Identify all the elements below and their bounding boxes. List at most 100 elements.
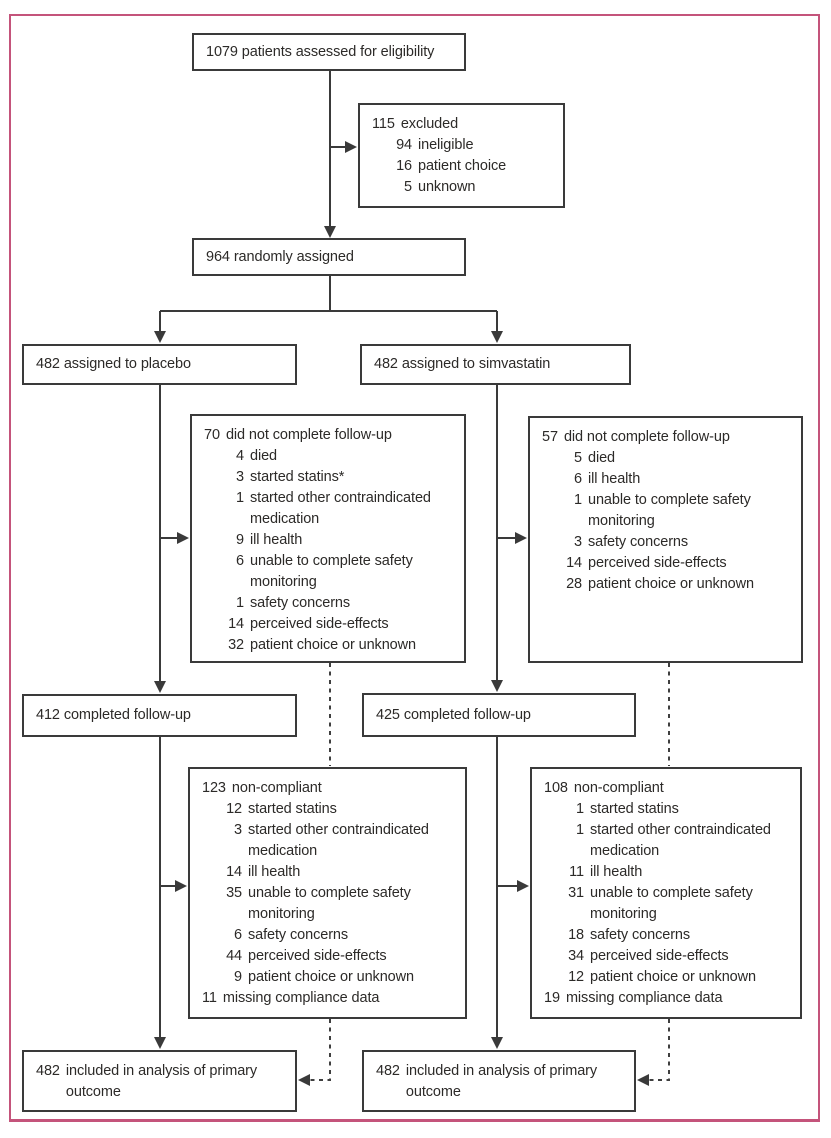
figure-border-frame [9, 14, 820, 1122]
line-count: 9 [234, 969, 242, 985]
line-count: 108 [544, 780, 568, 796]
line-label: included in analysis of primary outcome [405, 1063, 598, 1100]
line-count: 11 [202, 990, 217, 1006]
box-randomized: 964 randomly assigned [192, 238, 466, 276]
line-count: 94 [396, 137, 412, 153]
line-label: did not complete follow-up [563, 429, 730, 445]
flow-line-item: 32 patient choice or unknown [204, 635, 456, 656]
flow-line-item: 1 started other contraindicated medicatio… [544, 820, 792, 862]
flow-line-item: 1 started statins [544, 799, 792, 820]
line-label: ill health [590, 864, 643, 880]
line-count: 1 [574, 492, 582, 508]
line-count: 14 [226, 864, 242, 880]
line-count: 5 [404, 179, 412, 195]
line-label: started statins [590, 801, 679, 817]
line-count: 14 [566, 555, 582, 571]
line-label: perceived side-effects [250, 616, 389, 632]
line-label: included in analysis of primary outcome [65, 1063, 258, 1100]
box-placebo-assigned-text: 482 assigned to placebo [36, 356, 191, 372]
line-count: 70 [204, 427, 220, 443]
line-count: 1 [236, 490, 244, 506]
line-label: patient choice or unknown [590, 969, 756, 985]
line-count: 16 [396, 158, 412, 174]
line-label: did not complete follow-up [225, 427, 392, 443]
line-label: patient choice or unknown [250, 637, 416, 653]
box-simvastatin-analysis: 482 included in analysis of primary outc… [362, 1050, 636, 1112]
line-label: started statins [248, 801, 337, 817]
line-label: perceived side-effects [590, 948, 729, 964]
flow-line-item: 11 ill health [544, 862, 792, 883]
line-count: 123 [202, 780, 226, 796]
line-label: ill health [248, 864, 301, 880]
solid-connector-lines [159, 71, 518, 1038]
box-simvastatin-completed-text: 425 completed follow-up [376, 706, 531, 723]
line-count: 1 [236, 595, 244, 611]
line-count: 18 [568, 927, 584, 943]
box-placebo-analysis: 482 included in analysis of primary outc… [22, 1050, 297, 1112]
box-placebo-completed-text: 412 completed follow-up [36, 707, 191, 723]
line-count: 32 [228, 637, 244, 653]
box-simvastatin-completed: 425 completed follow-up [362, 693, 636, 737]
line-count: 9 [236, 532, 244, 548]
line-label: unable to complete safety monitoring [590, 885, 753, 922]
flow-line-item: 14 ill health [202, 862, 457, 883]
line-label: unable to complete safety monitoring [248, 885, 411, 922]
flow-line-item: 5 unknown [372, 177, 555, 198]
line-label: ill health [588, 471, 641, 487]
line-label: missing compliance data [222, 990, 380, 1006]
line-count: 6 [236, 553, 244, 569]
line-count: 11 [569, 864, 584, 880]
line-label: ill health [250, 532, 303, 548]
line-count: 1 [576, 801, 584, 817]
flow-line-item: 1 started other contraindicated medicatio… [204, 488, 456, 530]
line-label: unknown [418, 179, 476, 195]
line-label: died [250, 448, 278, 464]
line-label: non-compliant [231, 780, 322, 796]
flow-line-item: 482 included in analysis of primary outc… [376, 1061, 626, 1103]
line-count: 28 [566, 576, 582, 592]
flow-line-item: 19 missing compliance data [544, 988, 792, 1009]
flow-line-item: 35 unable to complete safety monitoring [202, 883, 457, 925]
line-count: 31 [568, 885, 584, 901]
box-simvastatin-assigned-text: 482 assigned to simvastatin [374, 356, 551, 372]
line-label: perceived side-effects [588, 555, 727, 571]
line-label: missing compliance data [565, 990, 723, 1006]
flow-line-item: 70 did not complete follow-up [204, 425, 456, 446]
line-count: 19 [544, 990, 560, 1006]
box-simvastatin-assigned: 482 assigned to simvastatin [360, 344, 631, 385]
line-count: 1 [576, 822, 584, 838]
line-label: started other contraindicated medication [248, 822, 429, 859]
line-count: 3 [574, 534, 582, 550]
flow-line-item: 482 included in analysis of primary outc… [36, 1061, 287, 1103]
line-count: 482 [376, 1063, 400, 1079]
line-label: patient choice or unknown [588, 576, 754, 592]
box-eligibility-text: 1079 patients assessed for eligibility [206, 43, 435, 60]
line-label: safety concerns [248, 927, 349, 943]
line-label: started other contraindicated medication [590, 822, 771, 859]
line-label: perceived side-effects [248, 948, 387, 964]
line-label: started other contraindicated medication [250, 490, 431, 527]
flow-line-item: 123 non-compliant [202, 778, 457, 799]
line-count: 35 [226, 885, 242, 901]
